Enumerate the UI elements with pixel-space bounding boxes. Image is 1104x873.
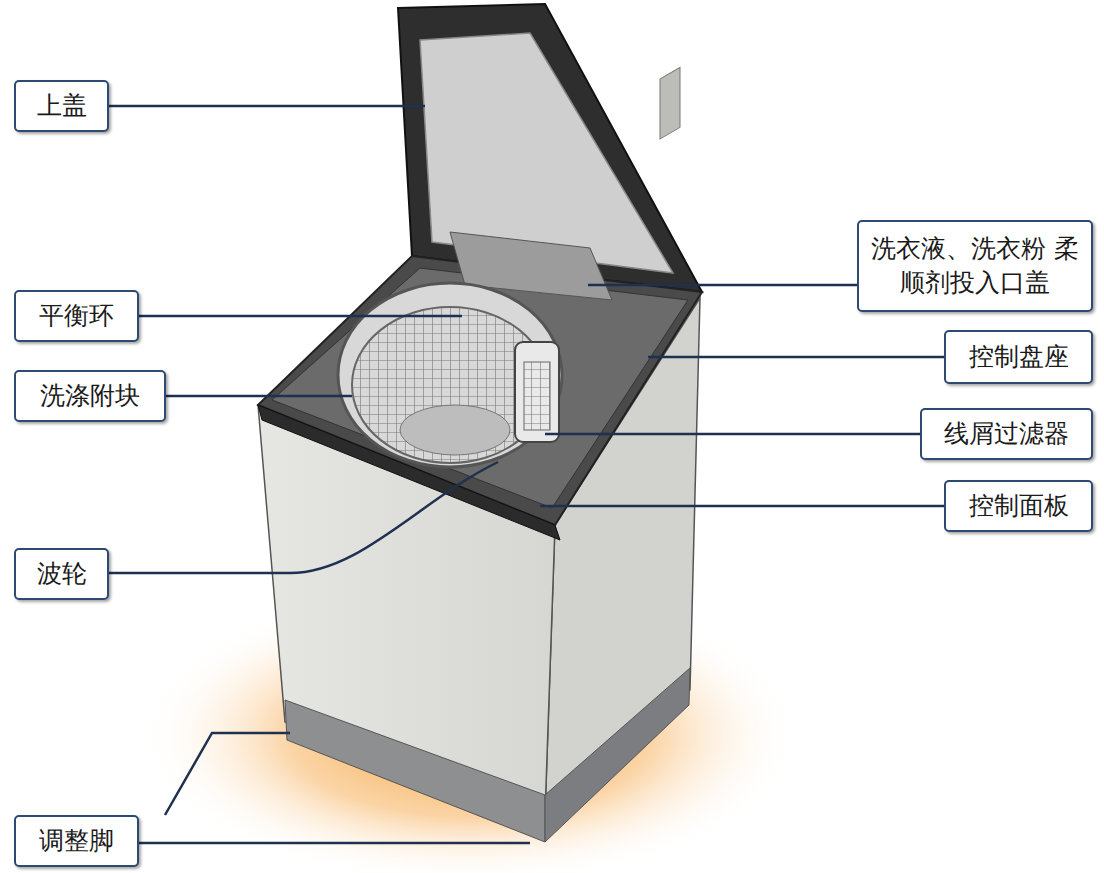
callout-box: 控制面板 bbox=[944, 480, 1093, 532]
callout-box: 上盖 bbox=[14, 80, 109, 132]
filter-mesh bbox=[524, 362, 550, 430]
leader-line bbox=[545, 433, 920, 436]
callout-label: 波轮 bbox=[37, 557, 87, 591]
leader-line bbox=[108, 105, 425, 108]
callout-label: 控制盘座 bbox=[969, 340, 1069, 374]
leader-line bbox=[540, 505, 944, 508]
base-side bbox=[545, 668, 690, 842]
callout-label: 平衡环 bbox=[39, 299, 114, 333]
leader-line bbox=[165, 733, 290, 815]
callout-label: 上盖 bbox=[37, 89, 87, 123]
callout-box: 波轮 bbox=[14, 548, 109, 600]
leader-line bbox=[138, 315, 462, 318]
pulsator bbox=[400, 405, 510, 455]
callout-box: 洗衣液、洗衣粉 柔顺剂投入口盖 bbox=[857, 220, 1093, 312]
callout-box: 洗涤附块 bbox=[14, 370, 166, 422]
leader-line bbox=[108, 462, 498, 573]
callout-label: 控制面板 bbox=[969, 489, 1069, 523]
callout-label: 调整脚 bbox=[39, 824, 114, 858]
leader-line bbox=[588, 284, 857, 287]
callout-label: 洗涤附块 bbox=[40, 379, 140, 413]
side-handle bbox=[660, 67, 680, 139]
leader-line bbox=[648, 356, 944, 359]
callout-label: 线屑过滤器 bbox=[944, 417, 1069, 451]
top-deck bbox=[258, 256, 702, 525]
balance-ring bbox=[338, 283, 562, 467]
callout-box: 控制盘座 bbox=[944, 330, 1093, 384]
leader-line bbox=[138, 842, 530, 845]
leader-line bbox=[165, 395, 352, 398]
callout-box: 调整脚 bbox=[14, 815, 139, 867]
base-front bbox=[285, 700, 545, 842]
callout-label: 洗衣液、洗衣粉 柔顺剂投入口盖 bbox=[865, 232, 1085, 300]
callout-box: 线屑过滤器 bbox=[920, 408, 1093, 460]
callout-box: 平衡环 bbox=[14, 290, 139, 342]
lint-filter bbox=[515, 342, 559, 442]
leader-lines bbox=[108, 106, 944, 843]
